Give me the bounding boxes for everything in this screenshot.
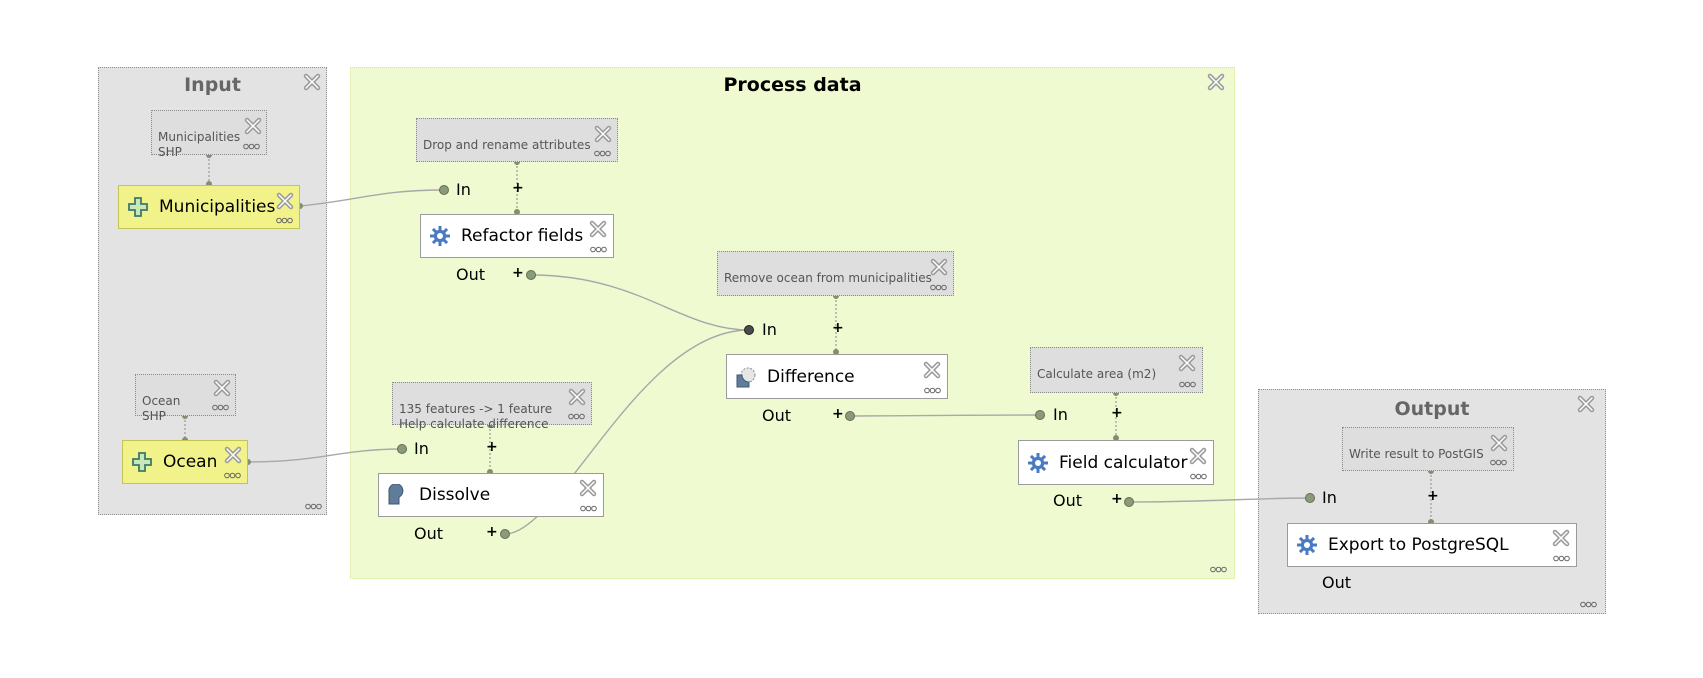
wire-dissolve-difference — [504, 329, 750, 535]
gear-icon — [1296, 534, 1318, 556]
group-title: Process data — [723, 74, 862, 96]
close-icon[interactable] — [568, 388, 586, 406]
close-icon[interactable] — [1577, 395, 1595, 413]
port-plus[interactable]: + — [1111, 491, 1123, 507]
node-label: Field calculator — [1059, 452, 1188, 473]
node-field-calculator[interactable]: Field calculator — [1018, 440, 1214, 485]
more-options-icon[interactable] — [1490, 459, 1507, 466]
close-icon[interactable] — [579, 479, 597, 497]
wire-ocean-dissolve — [247, 448, 403, 463]
port-plus[interactable]: + — [486, 524, 498, 540]
close-icon[interactable] — [1490, 434, 1508, 452]
more-options-icon[interactable] — [580, 505, 597, 512]
node-label: Municipalities — [159, 197, 276, 217]
port-out-label: Out — [1053, 491, 1083, 510]
node-label: Export to PostgreSQL — [1328, 535, 1509, 555]
node-export-postgresql[interactable]: Export to PostgreSQL — [1287, 523, 1577, 567]
port-out-label: Out — [456, 265, 486, 284]
node-label: Refactor fields — [461, 226, 584, 246]
more-options-icon[interactable] — [305, 503, 322, 510]
comment-municipalities-shp[interactable]: Municipalities SHP — [151, 110, 267, 159]
node-label: Difference — [767, 366, 855, 387]
more-options-icon[interactable] — [594, 150, 611, 157]
node-ocean[interactable]: Ocean — [122, 440, 248, 484]
comment-text: Remove ocean from municipalities — [724, 271, 932, 285]
more-options-icon[interactable] — [1580, 601, 1597, 608]
more-options-icon[interactable] — [924, 387, 941, 394]
node-refactor-fields[interactable]: Refactor fields — [420, 214, 614, 258]
close-icon[interactable] — [923, 361, 941, 379]
close-icon[interactable] — [244, 117, 262, 135]
port-plus[interactable]: + — [1427, 488, 1439, 504]
port-in-label: In — [414, 439, 429, 458]
comment-calc-area[interactable]: Calculate area (m2) — [1030, 347, 1203, 393]
port-plus[interactable]: + — [512, 265, 524, 281]
port-plus[interactable]: + — [486, 439, 498, 455]
plus-cross-icon — [127, 196, 149, 218]
group-output[interactable]: Output — [1258, 389, 1606, 614]
group-title: Output — [1394, 398, 1470, 420]
node-municipalities[interactable]: Municipalities — [118, 185, 300, 229]
close-icon[interactable] — [1552, 529, 1570, 547]
port-plus[interactable]: + — [832, 320, 844, 336]
comment-ocean-shp[interactable]: Ocean SHP — [135, 374, 236, 423]
close-icon[interactable] — [1178, 354, 1196, 372]
wire-difference-fieldcalc — [849, 414, 1041, 417]
comment-text: Calculate area (m2) — [1037, 367, 1157, 381]
dissolve-shape-icon — [387, 484, 409, 506]
close-icon[interactable] — [276, 192, 294, 210]
close-icon[interactable] — [213, 379, 231, 397]
more-options-icon[interactable] — [930, 284, 947, 291]
more-options-icon[interactable] — [590, 246, 607, 253]
more-options-icon[interactable] — [212, 404, 229, 411]
node-label: Dissolve — [419, 485, 491, 505]
node-difference[interactable]: Difference — [726, 354, 948, 399]
comment-drop-rename[interactable]: Drop and rename attributes — [416, 118, 618, 162]
port-in-label: In — [1322, 488, 1337, 507]
close-icon[interactable] — [224, 446, 242, 464]
more-options-icon[interactable] — [1190, 473, 1207, 480]
wire-municipalities-refactor — [299, 189, 445, 207]
comment-dissolve-note[interactable]: 135 features -> 1 feature Help calculate… — [392, 382, 592, 431]
close-icon[interactable] — [1207, 73, 1225, 91]
close-icon[interactable] — [1189, 447, 1207, 465]
port-in-label: In — [456, 180, 471, 199]
difference-shape-icon — [735, 366, 757, 388]
wire-refactor-difference — [530, 274, 750, 331]
more-options-icon[interactable] — [224, 472, 241, 479]
comment-text: Municipalities SHP — [158, 130, 241, 159]
gear-icon — [1027, 452, 1049, 474]
port-out-label: Out — [1322, 573, 1352, 592]
more-options-icon[interactable] — [1210, 566, 1227, 573]
close-icon[interactable] — [589, 220, 607, 238]
comment-text: Ocean SHP — [142, 394, 181, 423]
comment-remove-ocean[interactable]: Remove ocean from municipalities — [717, 251, 954, 296]
port-out-label: Out — [762, 406, 792, 425]
comment-text: 135 features -> 1 feature Help calculate… — [399, 402, 553, 431]
close-icon[interactable] — [594, 125, 612, 143]
more-options-icon[interactable] — [243, 143, 260, 150]
close-icon[interactable] — [930, 258, 948, 276]
wire-fieldcalc-export — [1128, 497, 1311, 503]
gear-icon — [429, 225, 451, 247]
port-plus[interactable]: + — [1111, 405, 1123, 421]
node-label: Ocean — [163, 452, 218, 472]
port-out-label: Out — [414, 524, 444, 543]
port-in-label: In — [1053, 405, 1068, 424]
more-options-icon[interactable] — [276, 217, 293, 224]
more-options-icon[interactable] — [1179, 381, 1196, 388]
comment-write-postgis[interactable]: Write result to PostGIS — [1342, 427, 1514, 471]
group-title: Input — [184, 74, 241, 96]
close-icon[interactable] — [303, 73, 321, 91]
port-plus[interactable]: + — [832, 406, 844, 422]
comment-text: Drop and rename attributes — [423, 138, 591, 152]
comment-text: Write result to PostGIS — [1349, 447, 1484, 461]
port-in-label: In — [762, 320, 777, 339]
more-options-icon[interactable] — [568, 413, 585, 420]
plus-cross-icon — [131, 451, 153, 473]
node-dissolve[interactable]: Dissolve — [378, 473, 604, 517]
more-options-icon[interactable] — [1553, 555, 1570, 562]
port-plus[interactable]: + — [512, 180, 524, 196]
